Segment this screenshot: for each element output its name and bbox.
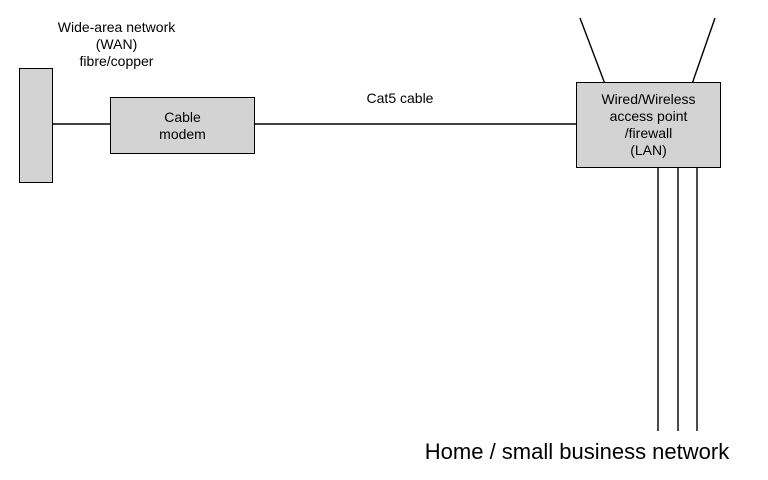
wan-label-line-2: (WAN): [95, 36, 138, 52]
antenna-right-line: [691, 17, 716, 85]
access-point-label-line-3: /firewall: [624, 125, 673, 141]
access-point-box: Wired/Wireless access point /firewall (L…: [576, 82, 721, 168]
cable-modem-label-line-1: Cable: [164, 108, 201, 125]
access-point-label-line-1: Wired/Wireless: [601, 91, 696, 107]
network-caption: Home / small business network: [424, 439, 730, 464]
cat5-cable-label: Cat5 cable: [366, 90, 434, 106]
access-point-label-line-2: access point: [609, 108, 688, 124]
access-point-label-line-4: (LAN): [630, 142, 667, 158]
antenna-left-line: [579, 17, 606, 85]
wan-label-line-1: Wide-area network: [57, 19, 176, 35]
wan-label-line-3: fibre/copper: [79, 53, 154, 69]
cable-modem-label-line-2: modem: [159, 125, 206, 142]
cable-modem-box: Cable modem: [110, 97, 255, 154]
wan-endpoint-box: [19, 68, 53, 183]
wan-label: Wide-area network (WAN) fibre/copper: [35, 19, 198, 70]
